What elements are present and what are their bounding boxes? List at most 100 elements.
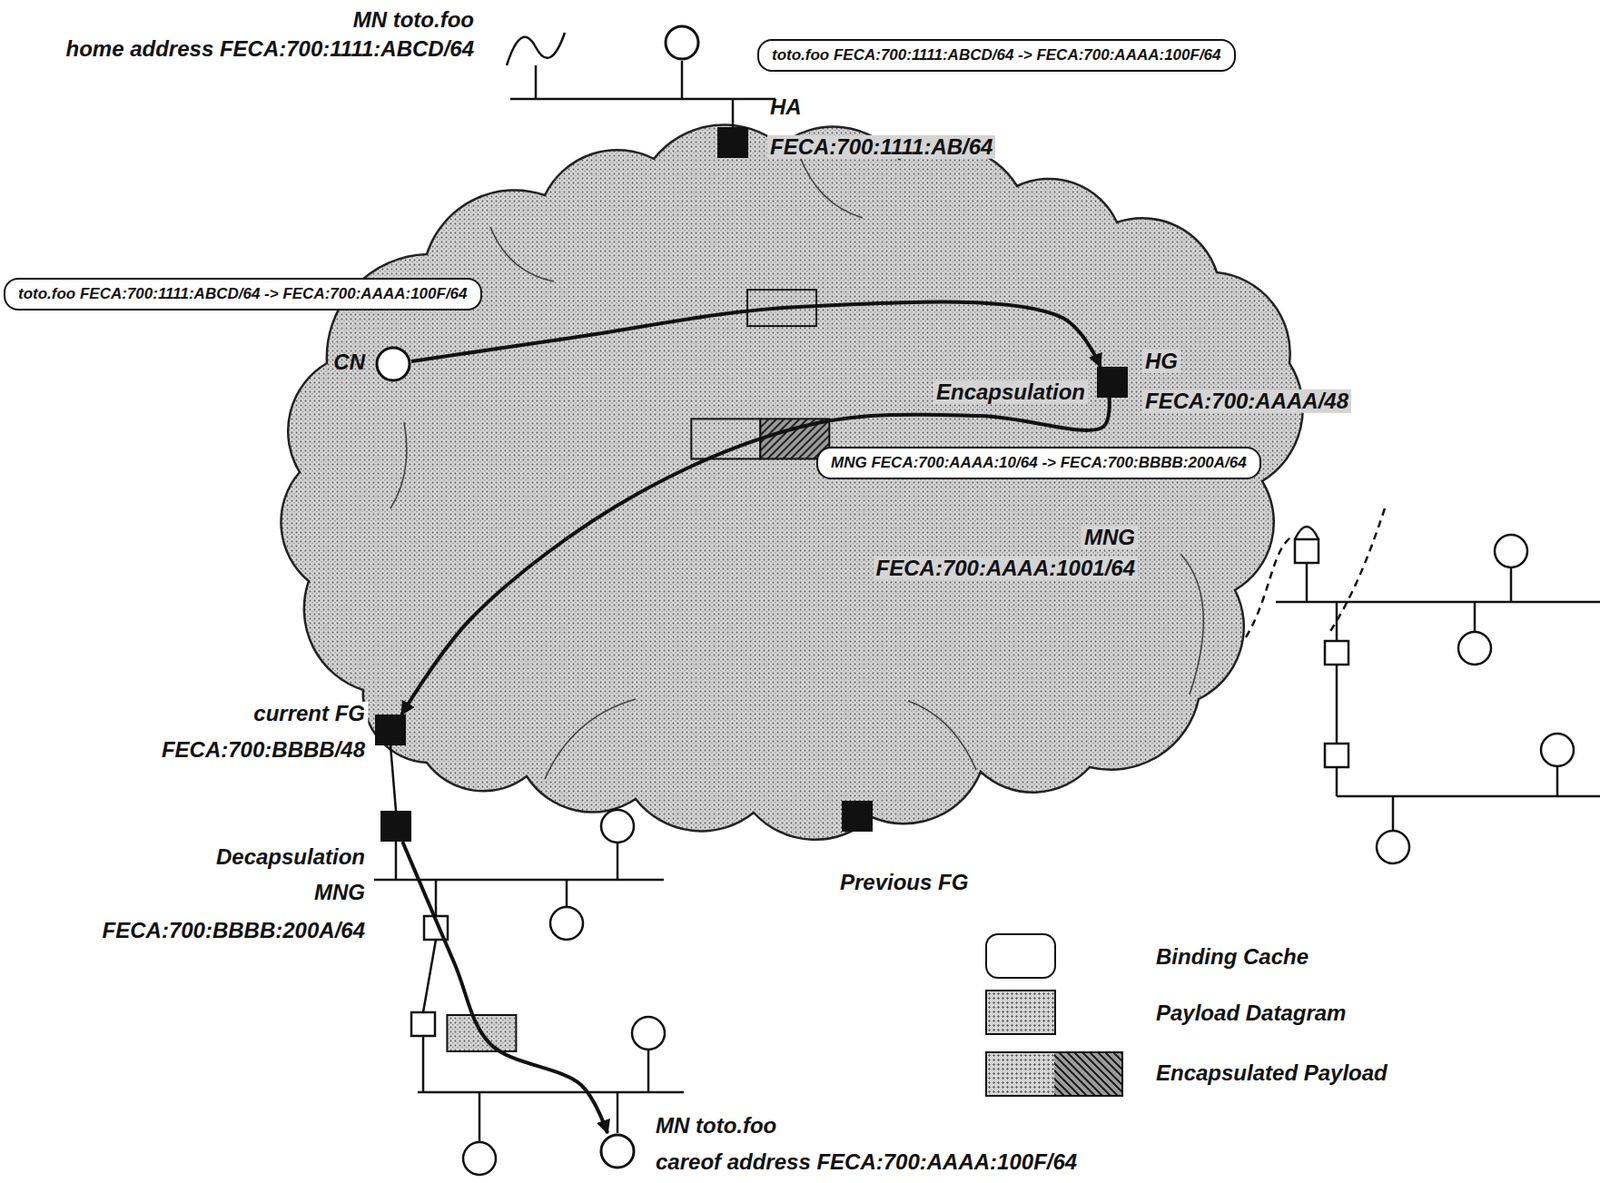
cloud-arc xyxy=(390,422,407,509)
address-label: FECA:700:AAAA:1001/64 xyxy=(873,556,1138,581)
node-label: HA xyxy=(767,95,805,119)
home-network xyxy=(506,32,776,128)
host-stem xyxy=(1556,766,1560,797)
cloud-arc xyxy=(799,154,863,218)
lan-segment xyxy=(417,1091,684,1095)
binding-entry: MNG FECA:700:AAAA:10/64 -> FECA:700:BBBB… xyxy=(830,454,1247,473)
foreign-gateway: current FGFECA:700:BBBB/48 xyxy=(375,714,406,746)
cloud-arc xyxy=(544,699,636,780)
node-label: Decapsulation xyxy=(213,845,368,870)
router-stem xyxy=(1335,602,1339,642)
node-label: CN xyxy=(330,350,368,375)
legend-text: Binding Cache xyxy=(1153,945,1312,969)
host-stem xyxy=(565,879,569,908)
node-label: careof address FECA:700:AAAA:100F/64 xyxy=(652,1150,1080,1175)
binding-entry: toto.foo FECA:700:1111:ABCD/64 -> FECA:7… xyxy=(771,46,1222,65)
host xyxy=(1540,733,1574,767)
node-label: MN toto.foo xyxy=(652,1114,780,1138)
host-stem xyxy=(1473,602,1477,633)
node-label: MN toto.foo xyxy=(350,8,477,32)
router xyxy=(1324,743,1349,768)
host-stem xyxy=(1392,796,1395,831)
node-label: MNG xyxy=(311,880,368,905)
datagram-layer xyxy=(446,289,830,1052)
node-label: home address FECA:700:1111:ABCD/64 xyxy=(63,37,477,61)
router-stem xyxy=(1335,767,1339,797)
correspondent-node: CN xyxy=(375,345,412,383)
host xyxy=(1458,632,1492,665)
node-label: FECA:700:AAAA/48 xyxy=(1142,389,1352,414)
lan-segment xyxy=(1275,601,1600,604)
host-outline xyxy=(376,347,410,381)
host-stem xyxy=(478,1092,482,1143)
wireless-link xyxy=(1245,535,1294,638)
node-label: Previous FG xyxy=(837,870,971,895)
router xyxy=(1324,641,1349,665)
link-wire xyxy=(395,841,398,880)
host xyxy=(550,907,583,940)
node-label: FECA:700:1111:AB/64 xyxy=(767,135,996,159)
router-stem xyxy=(1305,562,1309,603)
mobile-network-gateway: DecapsulationMNGFECA:700:BBBB:200A/64 xyxy=(380,810,412,842)
antenna-symbol xyxy=(1294,526,1319,540)
cloud-arc xyxy=(1180,553,1204,695)
lan-segment xyxy=(1336,795,1600,799)
host xyxy=(1494,534,1528,568)
binding-entry: toto.foo FECA:700:1111:ABCD/64 -> FECA:7… xyxy=(18,285,468,304)
link-wire xyxy=(1335,664,1339,744)
visited-network xyxy=(374,745,684,1176)
router-stem xyxy=(434,879,438,917)
node-label: HG xyxy=(1142,349,1181,374)
host-circle xyxy=(663,24,701,61)
datagram-route xyxy=(402,841,608,1134)
host-stem xyxy=(1510,567,1513,603)
node-label: FECA:700:BBBB/48 xyxy=(158,738,368,762)
antenna-stem xyxy=(534,65,538,99)
legend-swatch xyxy=(985,989,1057,1036)
node-label: Encapsulation xyxy=(933,380,1088,405)
home-agent: HAFECA:700:1111:AB/64 xyxy=(717,127,749,159)
router-stem xyxy=(731,98,735,128)
host-outline xyxy=(665,26,699,60)
mobile-node: MN toto.foocareof address FECA:700:AAAA:… xyxy=(599,1133,636,1170)
home-gateway: EncapsulationHGFECA:700:AAAA/48 xyxy=(1096,366,1128,398)
router-stem xyxy=(422,1036,425,1093)
legend-text: Encapsulated Payload xyxy=(1153,1061,1391,1086)
binding-cache: MNG FECA:700:AAAA:10/64 -> FECA:700:BBBB… xyxy=(816,446,1262,480)
binding-cache: toto.foo FECA:700:1111:ABCD/64 -> FECA:7… xyxy=(3,277,483,311)
address-label: MNG xyxy=(1081,525,1138,550)
foreign-gateway: Previous FG xyxy=(841,800,873,832)
remote-network xyxy=(1245,508,1600,864)
datagram-route xyxy=(411,301,1101,367)
node-label: FECA:700:BBBB:200A/64 xyxy=(99,918,368,943)
legend-swatch xyxy=(985,933,1057,979)
link-wire xyxy=(390,745,396,811)
host-outline xyxy=(601,1135,634,1168)
wireless-symbol xyxy=(506,32,565,66)
host xyxy=(632,1017,665,1050)
host-circle xyxy=(599,1133,636,1170)
host-circle xyxy=(375,345,412,383)
lan-segment xyxy=(510,98,776,101)
mobile-node: MN toto.foohome address FECA:700:1111:AB… xyxy=(663,24,701,61)
host-stem xyxy=(647,1049,651,1093)
host xyxy=(463,1142,496,1176)
host-stem xyxy=(681,60,684,99)
host xyxy=(1376,830,1410,864)
cloud-arc xyxy=(490,227,554,282)
legend-text: Payload Datagram xyxy=(1153,1001,1349,1026)
network-cloud xyxy=(281,125,1304,840)
host xyxy=(601,809,634,843)
host-stem xyxy=(616,1092,620,1134)
link-wire xyxy=(423,939,436,1013)
host-stem xyxy=(616,842,620,880)
router xyxy=(411,1012,435,1037)
legend-swatch xyxy=(985,1051,1124,1097)
router xyxy=(1294,539,1319,563)
cloud-arc xyxy=(908,701,977,771)
node-label: current FG xyxy=(250,701,368,726)
binding-cache: toto.foo FECA:700:1111:ABCD/64 -> FECA:7… xyxy=(757,39,1236,72)
